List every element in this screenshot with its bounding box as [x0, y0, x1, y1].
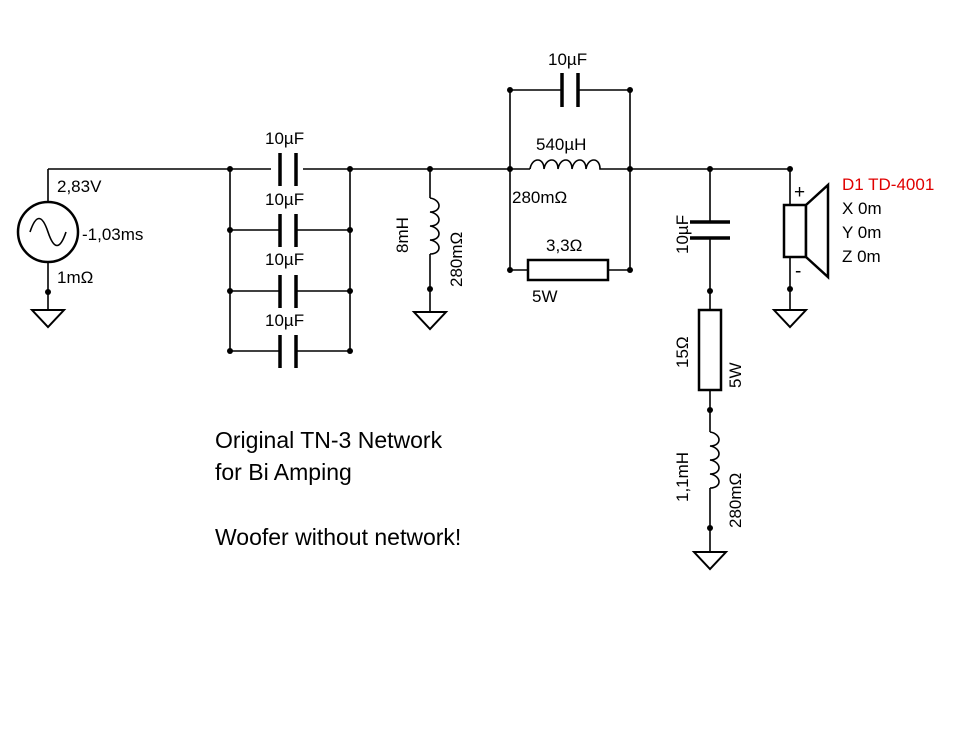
zobel-resistor-value: 15Ω [673, 336, 692, 368]
series-cap-label: 10µF [548, 50, 587, 69]
series-network: 10µF 540µH 280mΩ 3,3Ω 5W [507, 50, 633, 306]
driver-minus-sign: - [795, 261, 801, 282]
shunt-inductor-resistance: 280mΩ [447, 232, 466, 287]
speaker-icon [782, 182, 830, 280]
series-resistor-power: 5W [532, 287, 558, 306]
inductor-coil [709, 431, 720, 489]
zobel-network: 10µF 15Ω 5W 1,1mH 280mΩ [673, 166, 745, 571]
note-line-2: for Bi Amping [215, 459, 352, 485]
capacitor-symbol [278, 335, 298, 368]
driver-plus-sign: + [794, 182, 805, 203]
inductor-coil [529, 159, 606, 170]
zobel-inductor-value: 1,1mH [673, 452, 692, 502]
cap-bank-label-1: 10µF [265, 129, 304, 148]
capacitor-symbol [560, 73, 580, 107]
series-inductor-value: 540µH [536, 135, 586, 154]
cap-bank-label-2: 10µF [265, 190, 304, 209]
driver-name-label: D1 TD-4001 [842, 175, 934, 194]
capacitor-symbol [278, 153, 298, 186]
capacitor-symbol [690, 220, 730, 240]
cap-bank-label-3: 10µF [265, 250, 304, 269]
zobel-resistor-power: 5W [726, 363, 745, 389]
note-line-1: Original TN-3 Network [215, 427, 443, 453]
driver-z-label: Z 0m [842, 247, 881, 266]
series-resistor-value: 3,3Ω [546, 236, 582, 255]
driver-x-label: X 0m [842, 199, 882, 218]
capacitor-symbol [278, 214, 298, 247]
driver-y-label: Y 0m [842, 223, 881, 242]
voltage-source: 2,83V -1,03ms 1mΩ [16, 169, 143, 329]
series-inductor-resistance: 280mΩ [512, 188, 567, 207]
shunt-inductor-value: 8mH [393, 217, 412, 253]
zobel-inductor-resistance: 280mΩ [726, 473, 745, 528]
ground-symbol [411, 311, 449, 331]
inductor-coil [429, 197, 440, 255]
note-line-3: Woofer without network! [215, 524, 461, 550]
shunt-inductor: 8mH 280mΩ [393, 166, 466, 331]
driver: + - D1 TD-4001 X 0m Y 0m Z 0m [771, 166, 934, 329]
zobel-cap-label: 10µF [673, 215, 692, 254]
source-voltage-label: 2,83V [57, 177, 102, 196]
notes: Original TN-3 Network for Bi Amping Woof… [215, 427, 461, 550]
cap-bank-label-4: 10µF [265, 311, 304, 330]
ground-symbol [29, 309, 67, 329]
resistor-symbol [697, 308, 723, 392]
parallel-capacitor-bank: 10µF 10µF 10µF 10µF [227, 129, 353, 368]
source-resistance-label: 1mΩ [57, 268, 93, 287]
capacitor-symbol [278, 275, 298, 308]
source-delay-label: -1,03ms [82, 225, 143, 244]
resistor-symbol [526, 258, 610, 282]
ground-symbol [691, 551, 729, 571]
ground-symbol [771, 309, 809, 329]
